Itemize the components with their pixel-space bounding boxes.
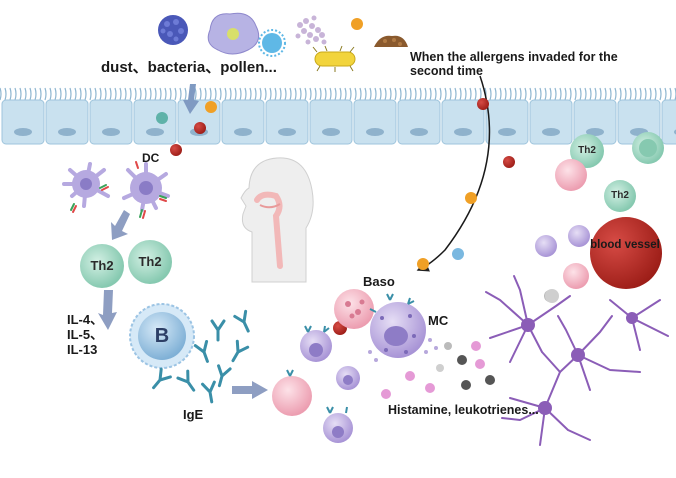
epithelium-layer <box>0 87 676 145</box>
nerve-cell-bodies <box>521 312 638 415</box>
epithelial-nucleus <box>14 128 32 136</box>
epithelial-cell <box>661 99 676 145</box>
sensitized-cell-2 <box>272 369 312 416</box>
vessel-cells <box>535 159 590 303</box>
b-cell <box>129 303 195 369</box>
ige-antibody <box>201 380 216 404</box>
th2-to-b-arrow <box>98 290 117 330</box>
th2-mid-label: Th2 <box>611 190 629 201</box>
ige-antibodies <box>152 309 250 404</box>
epithelial-cell <box>485 99 529 145</box>
epithelial-nucleus <box>366 128 384 136</box>
second-invasion-label: When the allergens invaded for the secon… <box>410 50 618 79</box>
epithelial-cell <box>45 99 89 145</box>
epithelial-nucleus <box>102 128 120 136</box>
blood-vessel <box>590 217 662 289</box>
b-cell-label: B <box>154 325 170 347</box>
pollen-flower-icon <box>207 12 260 55</box>
il5-label: IL-5、 <box>67 327 104 342</box>
th2-left-label: Th2 <box>90 258 114 273</box>
ige-antibody <box>210 319 226 342</box>
epithelial-cell <box>89 99 133 145</box>
epithelial-nucleus <box>498 128 516 136</box>
dc-to-th2-arrow <box>111 210 130 240</box>
epithelial-cell <box>309 99 353 145</box>
epithelial-nucleus <box>586 128 604 136</box>
blood-vessel-label: blood vessel <box>590 239 660 251</box>
epithelial-nucleus <box>278 128 296 136</box>
entry-arrow <box>183 84 199 114</box>
sensitized-cell-1 <box>300 325 332 362</box>
epithelial-nucleus <box>58 128 76 136</box>
epithelial-nucleus <box>542 128 560 136</box>
epithelial-cell <box>397 99 441 145</box>
th2-cell-top-plain <box>632 132 664 164</box>
epithelial-cell <box>265 99 309 145</box>
ige-antibody <box>152 367 172 390</box>
orange-particle-icon <box>351 18 363 30</box>
il4-label: IL-4、 <box>67 312 104 327</box>
dc-label: DC <box>142 151 160 165</box>
th2-cell-left <box>80 244 124 288</box>
epithelial-nucleus <box>410 128 428 136</box>
dust-mite-icon <box>158 15 188 45</box>
il13-label: IL-13 <box>67 342 98 357</box>
ige-antibody <box>233 309 250 333</box>
ige-to-mast-arrow <box>232 381 268 399</box>
th2-cell-top <box>570 134 604 168</box>
allergen-particles <box>156 98 515 335</box>
dendritic-cell-2 <box>122 162 170 212</box>
basophil-cell <box>334 289 374 329</box>
bacteria-icon <box>312 45 356 72</box>
epithelial-cell <box>1 99 45 145</box>
mast-cell <box>368 293 438 362</box>
mc-label: MC <box>428 313 449 328</box>
epithelial-cell <box>133 99 177 145</box>
human-head-illustration <box>240 157 314 283</box>
th2-cell-mid <box>604 180 636 212</box>
allergens-label: dust、bacteria、pollen... <box>101 59 277 76</box>
th2-right-label: Th2 <box>138 254 162 269</box>
dendritic-cell-1 <box>62 162 110 208</box>
sensitized-cell-3 <box>336 366 360 390</box>
spore-cluster-icon <box>295 15 327 45</box>
nerve-cells <box>485 275 669 446</box>
epithelial-cell <box>529 99 573 145</box>
spiky-pollen-icon <box>258 29 286 57</box>
epithelial-nucleus <box>322 128 340 136</box>
ige-antibody <box>193 339 209 363</box>
epithelial-nucleus <box>146 128 164 136</box>
epithelial-cell <box>441 99 485 145</box>
epithelial-cell <box>221 99 265 145</box>
ige-label: IgE <box>183 407 204 422</box>
dust-pile-icon <box>374 35 408 47</box>
th2-cell-right <box>128 240 172 284</box>
epithelial-nucleus <box>454 128 472 136</box>
epithelial-nucleus <box>234 128 252 136</box>
th2-top-label: Th2 <box>578 145 596 156</box>
sensitized-cell-4 <box>323 406 353 443</box>
ige-antibody <box>176 369 196 392</box>
mhc-receptors <box>70 161 167 219</box>
baso-label: Baso <box>363 274 395 289</box>
epithelial-cell <box>353 99 397 145</box>
ige-antibody <box>231 339 250 363</box>
cilia <box>0 87 676 101</box>
ige-antibody <box>217 364 232 388</box>
mediators-label: Histamine, leukotrienes... <box>388 403 539 417</box>
